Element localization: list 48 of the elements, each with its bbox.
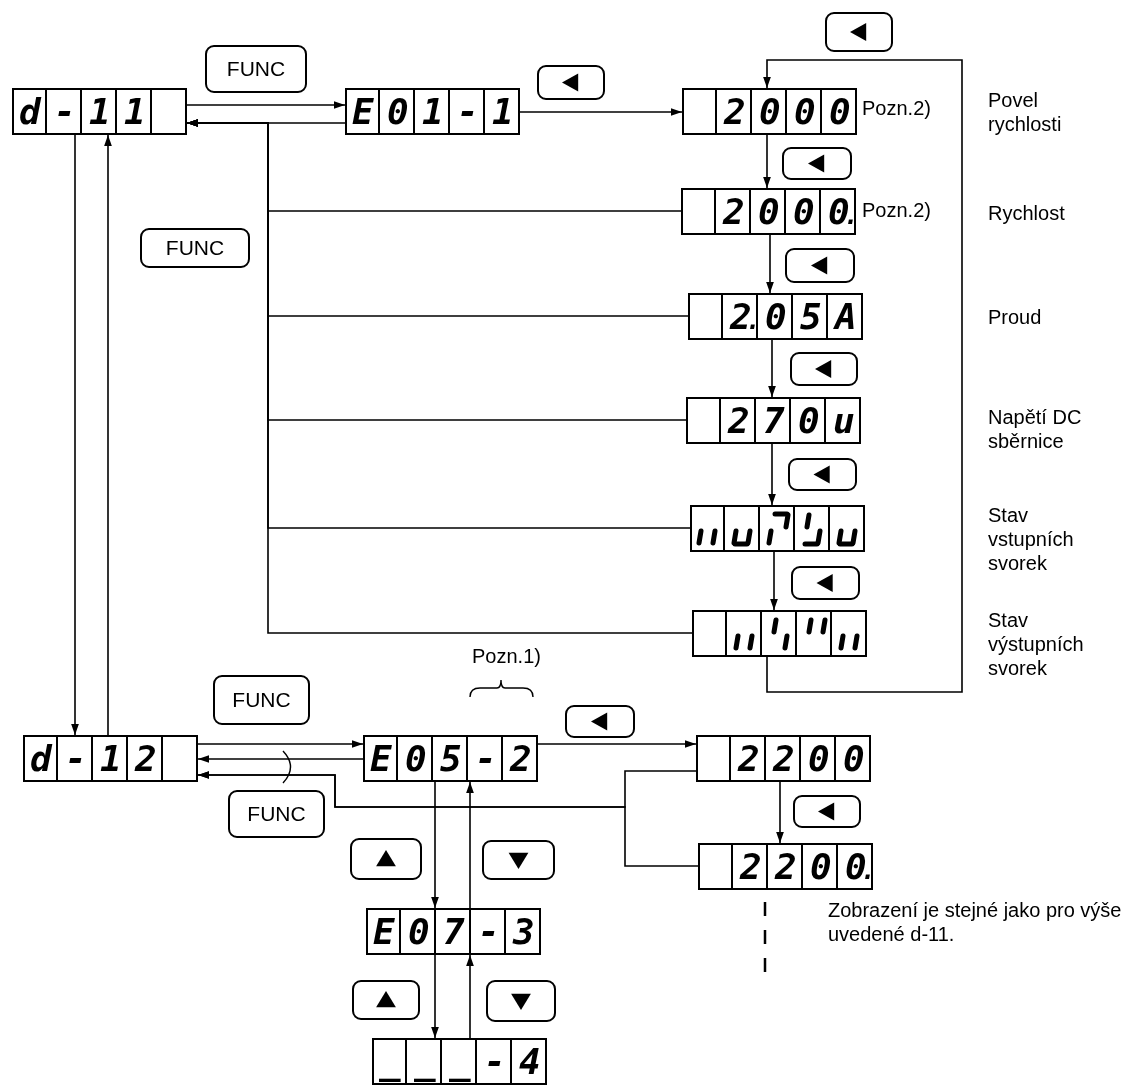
segment-display xyxy=(692,610,867,657)
arrow xyxy=(186,101,346,109)
segment-display xyxy=(345,88,520,135)
arrow xyxy=(197,771,699,867)
display-description: Povel rychlosti xyxy=(988,88,1063,136)
segment-display xyxy=(682,88,857,135)
arrow xyxy=(770,551,778,611)
display-description: Proud xyxy=(988,305,1043,329)
segment-display xyxy=(698,843,873,890)
display-description: Stav vstupních svorek xyxy=(988,503,1075,575)
display-readout: ___-4 xyxy=(379,1040,554,1083)
segment-display xyxy=(12,88,187,135)
segment-display xyxy=(363,735,538,782)
arrow xyxy=(776,781,784,844)
arrow xyxy=(431,954,439,1039)
arrow xyxy=(197,755,364,763)
arrow xyxy=(71,134,79,736)
segment-display xyxy=(23,735,198,782)
note-reference: Pozn.1) xyxy=(472,644,541,668)
display-description: Rychlost xyxy=(988,201,1066,225)
arrow xyxy=(466,954,474,1039)
arrow xyxy=(431,781,439,909)
arrow xyxy=(768,339,776,398)
func-key: FUNC xyxy=(213,675,310,725)
func-key: FUNC xyxy=(140,228,250,268)
segment-display xyxy=(696,735,871,782)
segment-display xyxy=(690,505,865,552)
segment-display xyxy=(366,908,541,955)
arrow xyxy=(466,781,474,909)
note-reference: Pozn.2) xyxy=(862,198,931,222)
arrow xyxy=(104,134,112,736)
arrow xyxy=(763,59,963,693)
display-description: Napětí DC sběrnice xyxy=(988,405,1083,453)
arrow xyxy=(537,740,697,748)
arrow xyxy=(763,134,771,189)
arrow xyxy=(197,740,364,748)
func-key: FUNC xyxy=(228,790,325,838)
segment-display xyxy=(681,188,856,235)
arrow xyxy=(766,234,774,294)
display-description: Stav výstupních svorek xyxy=(988,608,1085,680)
segment-display xyxy=(688,293,863,340)
arrow xyxy=(519,108,683,116)
note-text: Zobrazení je stejné jako pro výše uvedené d-11. xyxy=(828,898,1123,946)
func-key: FUNC xyxy=(205,45,307,93)
arrow xyxy=(768,443,776,506)
segment-display xyxy=(686,397,861,444)
note-reference: Pozn.2) xyxy=(862,96,931,120)
segment-display xyxy=(372,1038,547,1085)
